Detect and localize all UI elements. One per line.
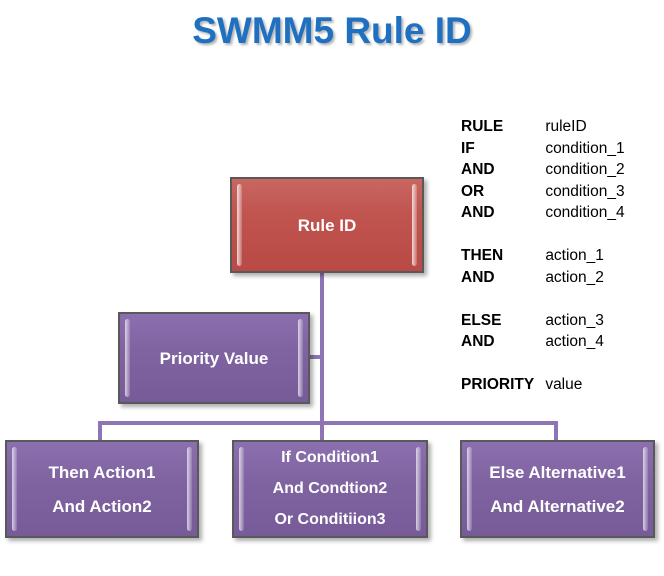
node-then-branch[interactable]: Then Action1 And Action2: [5, 440, 199, 538]
connector-trunk-vertical: [320, 272, 324, 425]
node-line: And Condtion2: [272, 480, 388, 497]
syntax-row: AND action_2: [461, 267, 625, 289]
node-if-branch-lines: If Condition1 And Condtion2 Or Conditiio…: [261, 450, 400, 528]
node-else-branch[interactable]: Else Alternative1 And Alternative2: [460, 440, 655, 538]
node-line: And Action2: [52, 496, 152, 516]
syntax-value: action_3: [545, 311, 604, 329]
node-rule-id[interactable]: Rule ID: [230, 177, 424, 273]
syntax-keyword: AND: [461, 268, 495, 286]
syntax-spacer: [461, 353, 625, 375]
connector-horizontal-bus: [98, 421, 558, 425]
node-priority-value[interactable]: Priority Value: [118, 312, 310, 404]
bevel-left: [239, 447, 244, 531]
syntax-value: condition_2: [545, 161, 625, 178]
syntax-row: AND condition_4: [461, 202, 625, 224]
syntax-keyword: AND: [461, 333, 495, 350]
syntax-keyword: THEN: [461, 247, 504, 264]
bevel-right: [412, 184, 417, 266]
connector-priority-stub: [308, 355, 322, 359]
syntax-row: RULE ruleID: [461, 116, 625, 138]
syntax-row: AND condition_2: [461, 159, 625, 181]
syntax-value: ruleID: [545, 118, 587, 135]
syntax-row: THEN action_1: [461, 245, 625, 267]
syntax-keyword: OR: [461, 182, 485, 200]
syntax-row: OR condition_3: [461, 181, 625, 203]
syntax-spacer: [461, 224, 625, 246]
syntax-keyword: ELSE: [461, 311, 502, 329]
node-line: And Alternative2: [490, 496, 625, 516]
node-line: Else Alternative1: [489, 462, 626, 482]
node-else-branch-lines: Else Alternative1 And Alternative2: [477, 464, 637, 515]
node-line: Then Action1: [48, 462, 156, 482]
bevel-left: [467, 447, 472, 531]
syntax-keyword: IF: [461, 139, 475, 157]
page-title: SWMM5 Rule ID: [192, 10, 472, 51]
syntax-keyword: AND: [461, 161, 495, 178]
syntax-keyword: AND: [461, 204, 495, 221]
syntax-row: PRIORITY value: [461, 374, 625, 396]
syntax-value: value: [545, 376, 583, 393]
syntax-value: action_1: [545, 247, 604, 264]
bevel-left: [12, 447, 17, 531]
syntax-keyword: PRIORITY: [461, 376, 535, 393]
bevel-right: [416, 447, 421, 531]
syntax-value: action_2: [545, 268, 604, 286]
syntax-value: condition_3: [545, 182, 625, 200]
bevel-left: [125, 319, 130, 397]
syntax-spacer: [461, 288, 625, 310]
node-line: If Condition1: [281, 449, 379, 466]
bevel-left: [237, 184, 242, 266]
connector-drop-left: [98, 421, 102, 442]
bevel-right: [187, 447, 192, 531]
syntax-value: condition_4: [545, 204, 625, 221]
rule-syntax-block: RULE ruleID IF condition_1 AND condition…: [461, 116, 625, 396]
bevel-right: [643, 447, 648, 531]
syntax-row: AND action_4: [461, 331, 625, 353]
syntax-row: IF condition_1: [461, 138, 625, 160]
syntax-row: ELSE action_3: [461, 310, 625, 332]
connector-drop-middle: [320, 421, 324, 442]
syntax-value: action_4: [545, 333, 604, 350]
node-priority-value-label: Priority Value: [159, 348, 269, 368]
node-line: Or Conditiion3: [274, 511, 386, 528]
syntax-value: condition_1: [545, 139, 625, 157]
node-if-branch[interactable]: If Condition1 And Condtion2 Or Conditiio…: [232, 440, 428, 538]
connector-drop-right: [554, 421, 558, 442]
bevel-right: [298, 319, 303, 397]
node-rule-id-label: Rule ID: [297, 215, 357, 235]
syntax-keyword: RULE: [461, 118, 504, 135]
node-then-branch-lines: Then Action1 And Action2: [36, 464, 167, 515]
